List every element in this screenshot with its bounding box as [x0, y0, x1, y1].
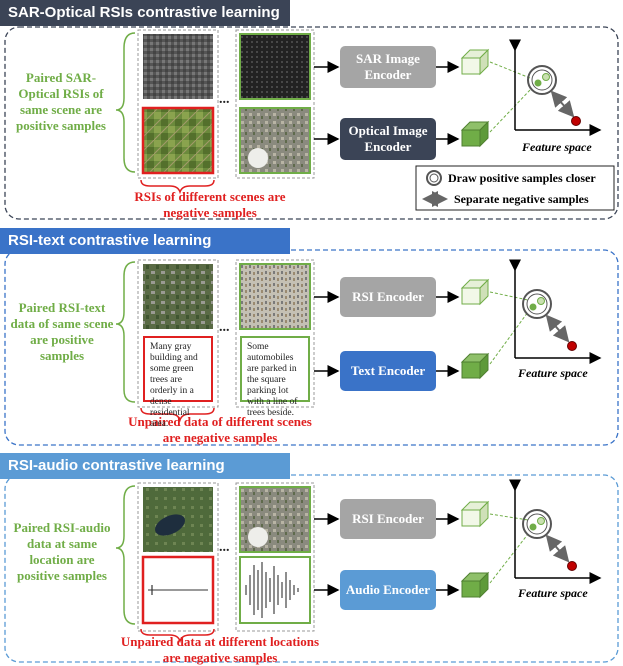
text-image-2 [239, 263, 311, 330]
text-cluster-inner [526, 293, 548, 315]
audio-title: RSI-audio contrastive learning [8, 457, 225, 474]
audio-cluster-inner [526, 513, 548, 535]
sar-cluster-inner [531, 69, 553, 91]
legend-separate-label: Separate negative samples [454, 192, 589, 206]
audio-point-b [537, 517, 545, 525]
sar-feature-vector-bottom [460, 120, 490, 148]
text-caption-right: Some automobiles are parked in the squar… [240, 336, 310, 418]
audio-group-box-2 [235, 482, 315, 632]
sar-group-box-2 [235, 29, 315, 179]
text-ellipsis: ... [219, 320, 230, 335]
optical-image-1 [141, 106, 215, 175]
text-neg-brace [140, 407, 215, 423]
text-connector-bottom [489, 311, 529, 365]
audio-negative-point [567, 561, 577, 571]
audio-ellipsis: ... [219, 540, 230, 555]
sar-encoder-top: SAR Image Encoder [340, 46, 436, 88]
audio-image-lake [155, 514, 185, 536]
text-title: RSI-text contrastive learning [8, 232, 212, 249]
sar-image-1 [143, 34, 213, 99]
text-point-b [537, 297, 545, 305]
sar-cluster-outer [527, 65, 557, 95]
text-group-box [137, 259, 219, 408]
audio-encoder-top: RSI Encoder [340, 499, 436, 539]
sar-negative-label: RSIs of different scenes are negative sa… [134, 189, 286, 220]
sar-separate-arrow [550, 90, 575, 118]
audio-positive-label: Paired RSI-audio data at same location a… [13, 520, 111, 583]
sar-title: SAR-Optical RSIs contrastive learning [8, 4, 280, 21]
sar-group-box [137, 29, 219, 179]
text-positive-label: Paired RSI-text data of same scene are p… [10, 300, 114, 363]
text-cluster-outer [522, 289, 552, 319]
audio-connector-bottom [489, 533, 529, 584]
optical-image-tank [248, 148, 268, 168]
sar-ellipsis: ... [219, 92, 230, 107]
sar-section-box [4, 26, 619, 220]
text-section-box [4, 249, 619, 446]
sar-feature-space-label: Feature space [522, 140, 592, 154]
text-feature-space-label: Feature space [518, 366, 588, 380]
legend-closer-icon [426, 170, 442, 186]
audio-negative-label: Unpaired data at different locations are… [120, 634, 320, 665]
audio-group-box [137, 482, 219, 632]
sar-neg-brace [140, 179, 215, 195]
sar-point-a [534, 79, 542, 87]
text-caption-left: Many gray building and some green trees … [143, 336, 213, 429]
sar-encoder-bottom: Optical Image Encoder [340, 118, 436, 160]
text-feature-vector-bottom [460, 352, 490, 380]
sar-feature-vector-top [460, 48, 490, 76]
audio-feature-space-label: Feature space [518, 586, 588, 600]
audio-feature-vector-top [460, 500, 490, 528]
text-point-a [529, 303, 537, 311]
audio-wave-2 [245, 562, 299, 618]
sar-title-bar [0, 0, 290, 26]
text-encoder-top: RSI Encoder [340, 277, 436, 317]
text-separate-arrow [545, 314, 570, 343]
text-negative-label: Unpaired data of different scenes are ne… [128, 414, 312, 445]
text-image-1 [143, 264, 213, 329]
audio-image-tank [248, 527, 268, 547]
sar-negative-point [571, 116, 581, 126]
audio-point-a [529, 523, 537, 531]
text-title-bar [0, 228, 290, 254]
sar-point-b [542, 73, 550, 81]
sar-image-2 [239, 33, 311, 100]
text-brace [115, 261, 136, 403]
sar-brace [115, 32, 136, 173]
audio-cluster-outer [522, 509, 552, 539]
audio-brace [115, 485, 136, 625]
audio-connector-top [489, 513, 529, 521]
sar-connector-top [489, 61, 531, 79]
audio-feature-vector-bottom [460, 571, 490, 599]
audio-section-box [4, 474, 619, 663]
sar-connector-bottom [489, 89, 531, 133]
legend-closer-icon-inner [429, 173, 439, 183]
text-encoder-bottom: Text Encoder [340, 351, 436, 391]
sar-positive-label: Paired SAR-Optical RSIs of same scene ar… [16, 70, 106, 133]
text-feature-vector-top [460, 278, 490, 306]
audio-separate-arrow [545, 534, 570, 563]
text-group-box-2 [235, 259, 315, 408]
audio-encoder-bottom: Audio Encoder [340, 570, 436, 610]
text-connector-top [489, 291, 529, 301]
legend-box [415, 165, 615, 211]
audio-title-bar [0, 453, 290, 479]
legend-closer-label: Draw positive samples closer [448, 171, 596, 185]
audio-neg-brace [140, 628, 215, 644]
text-negative-point [567, 341, 577, 351]
audio-wave-box-2 [239, 556, 311, 624]
